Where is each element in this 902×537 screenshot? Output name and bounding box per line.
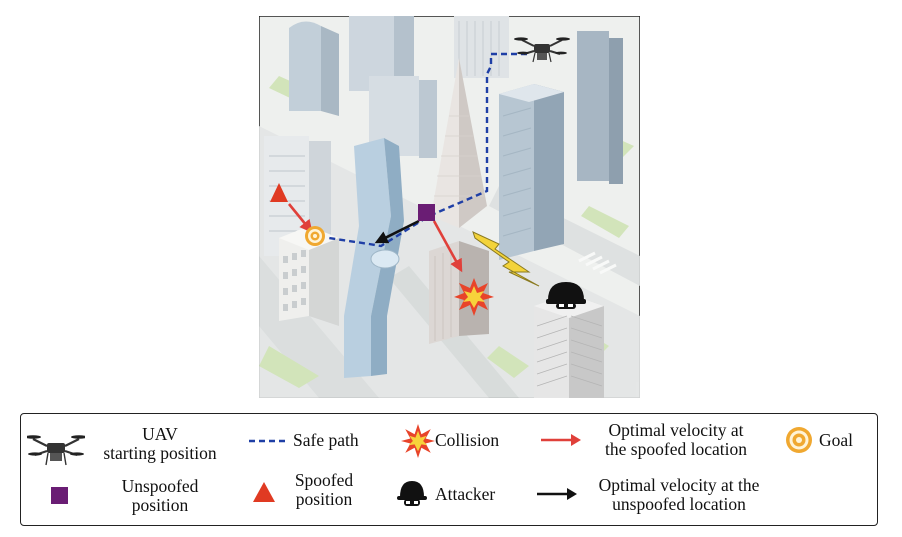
spoofed-position-marker: [270, 183, 288, 202]
uav-icon: [27, 435, 85, 466]
attacker-building: [534, 294, 604, 398]
spoofed-velocity-arrow: [287, 203, 313, 234]
legend: UAV starting position Safe path Collisio…: [20, 413, 878, 526]
legend-spoofed-label: Spoofed position: [294, 470, 354, 509]
office-tower-right: [499, 84, 564, 260]
legend-attacker-label: Attacker: [435, 484, 496, 504]
goal-icon: [786, 427, 812, 453]
collision-icon: [401, 424, 435, 458]
unspoofed-position-marker: [418, 204, 435, 221]
collision-icon: [454, 278, 494, 316]
legend-collision-label: Collision: [435, 430, 500, 450]
goal-icon: [305, 226, 325, 246]
spoofed-velocity-arrow-collision: [432, 220, 463, 273]
safe-path: [328, 52, 527, 248]
legend-unspoofed-label: Unspoofed position: [121, 476, 199, 515]
background-buildings: [264, 16, 623, 259]
attacker-icon: [546, 282, 586, 309]
legend-uav-label: UAV starting position: [103, 424, 217, 463]
unspoofed-velocity-arrow: [374, 219, 420, 244]
unspoofed-velocity-swatch: [537, 488, 577, 500]
uav-icon: [514, 37, 570, 63]
legend-goal-label: Goal: [819, 430, 854, 450]
spoofed-position-swatch: [253, 482, 275, 502]
legend-safe-path-label: Safe path: [293, 430, 359, 450]
city-scene: [259, 16, 640, 398]
lightning-icon: [472, 231, 540, 287]
unspoofed-position-swatch: [51, 487, 68, 504]
goal-building: [279, 226, 339, 326]
safe-path-swatch: [249, 439, 289, 443]
legend-spoofed-velocity-label: Optimal velocity at the spoofed location: [605, 420, 747, 459]
attacker-icon: [397, 481, 427, 506]
pyramid-tower: [431, 58, 487, 228]
legend-unspoofed-velocity-label: Optimal velocity at the unspoofed locati…: [598, 475, 760, 514]
twisted-tower: [344, 138, 404, 378]
spoofed-velocity-swatch: [541, 434, 581, 446]
